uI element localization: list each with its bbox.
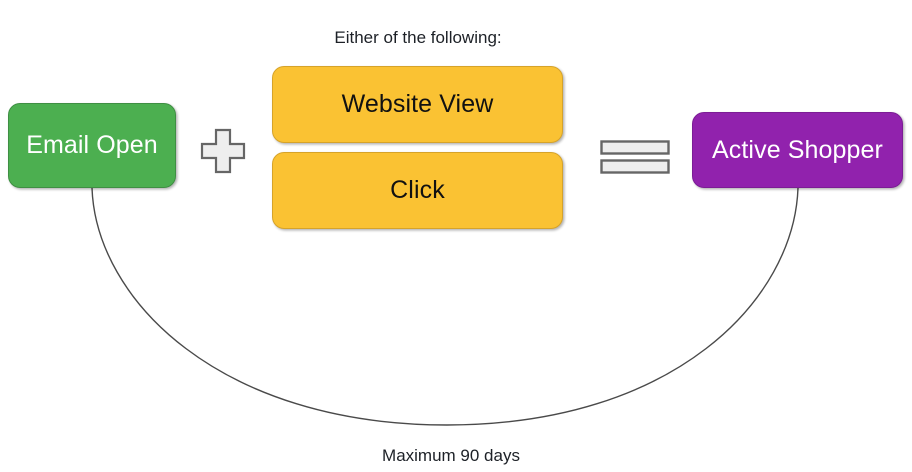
node-email-open[interactable]: Email Open [8,103,176,188]
equals-icon [600,139,670,175]
node-email-open-label: Email Open [26,131,158,159]
node-click-label: Click [390,176,445,204]
maximum-days-label: Maximum 90 days [382,446,520,465]
plus-icon [199,127,247,175]
node-website-view[interactable]: Website View [272,66,563,143]
node-active-shopper[interactable]: Active Shopper [692,112,903,188]
either-of-the-following-label: Either of the following: [334,28,502,47]
node-website-view-label: Website View [341,90,494,118]
node-active-shopper-label: Active Shopper [712,135,883,164]
node-click[interactable]: Click [272,152,563,229]
